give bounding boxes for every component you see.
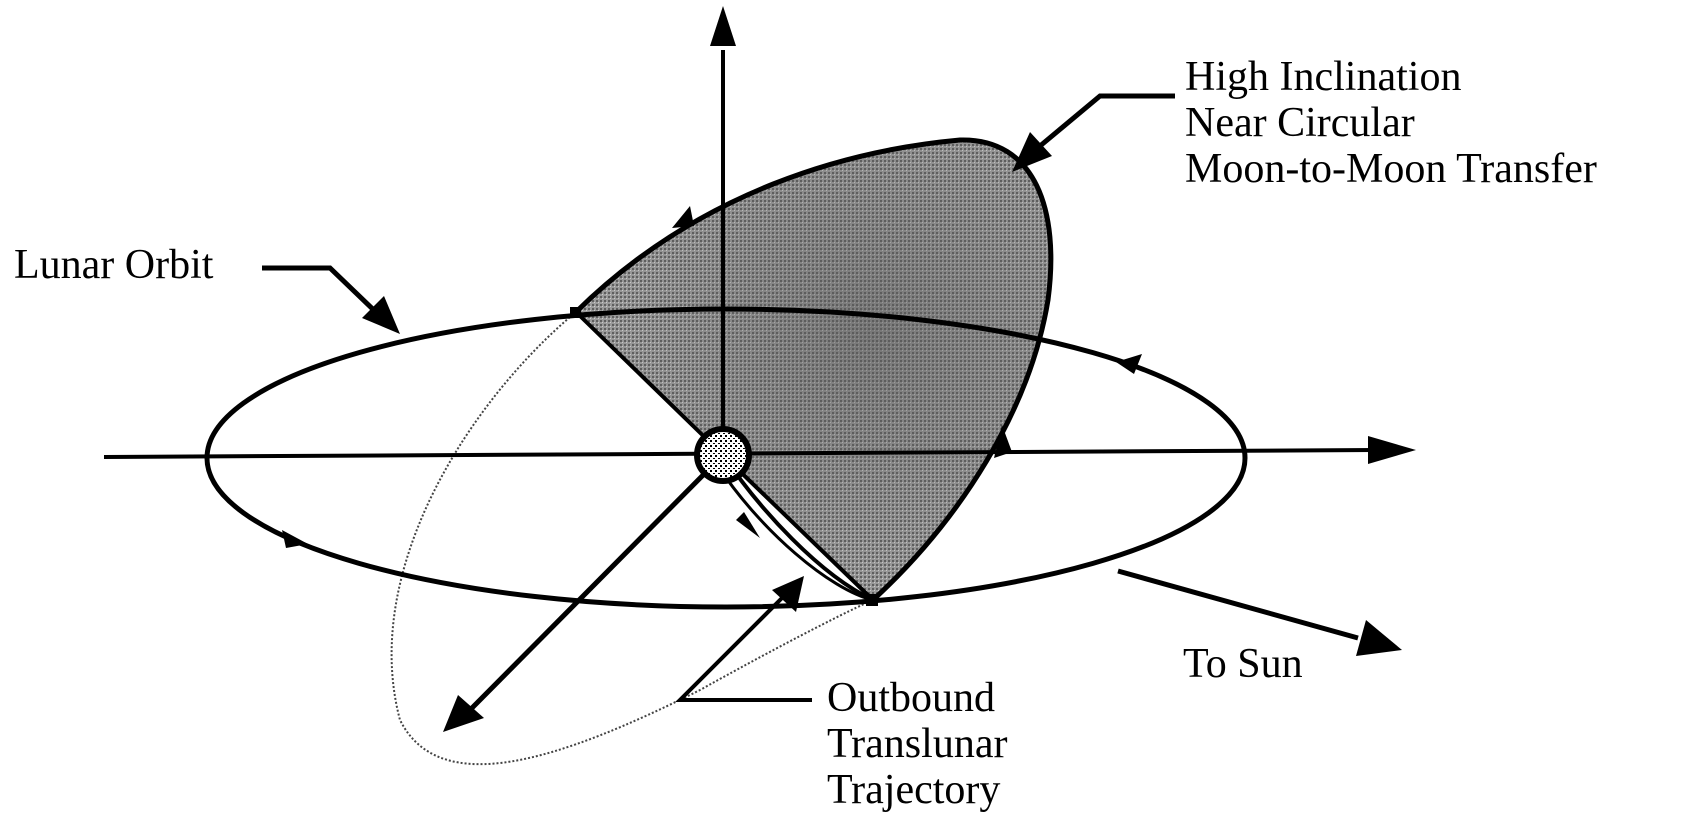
high-inclination-pointer xyxy=(1040,96,1175,146)
moon-node-left xyxy=(570,307,581,318)
moon-node-bottom xyxy=(866,594,878,606)
vertical-axis-arrowhead xyxy=(710,6,736,46)
earth-icon xyxy=(697,429,749,481)
to-sun-label: To Sun xyxy=(1183,641,1303,687)
to-sun-label-text: To Sun xyxy=(1183,641,1303,687)
lunar-orbit-label-text: Lunar Orbit xyxy=(14,242,213,288)
orbit-direction-arrow-right xyxy=(1116,354,1142,374)
to-sun-arrow xyxy=(1118,571,1358,638)
to-sun-arrowhead xyxy=(1356,620,1402,656)
diagonal-axis xyxy=(468,455,723,712)
transfer-orbit-label: High Inclination Near Circular Moon-to-M… xyxy=(1185,54,1597,192)
transfer-orbit-label-line2: Near Circular xyxy=(1185,100,1597,146)
lunar-orbit-label: Lunar Orbit xyxy=(14,242,213,288)
lunar-orbit-pointer xyxy=(262,268,382,318)
transfer-direction-arrow-upper xyxy=(672,206,694,228)
transfer-orbit-label-line1: High Inclination xyxy=(1185,54,1597,100)
outbound-trajectory-label: Outbound Translunar Trajectory xyxy=(827,675,1007,813)
outbound-trajectory-label-line1: Outbound xyxy=(827,675,1007,721)
transfer-orbit-label-line3: Moon-to-Moon Transfer xyxy=(1185,146,1597,192)
outbound-trajectory-label-line3: Trajectory xyxy=(827,767,1007,813)
horizontal-axis-arrowhead xyxy=(1368,436,1416,464)
outbound-trajectory-label-line2: Translunar xyxy=(827,721,1007,767)
